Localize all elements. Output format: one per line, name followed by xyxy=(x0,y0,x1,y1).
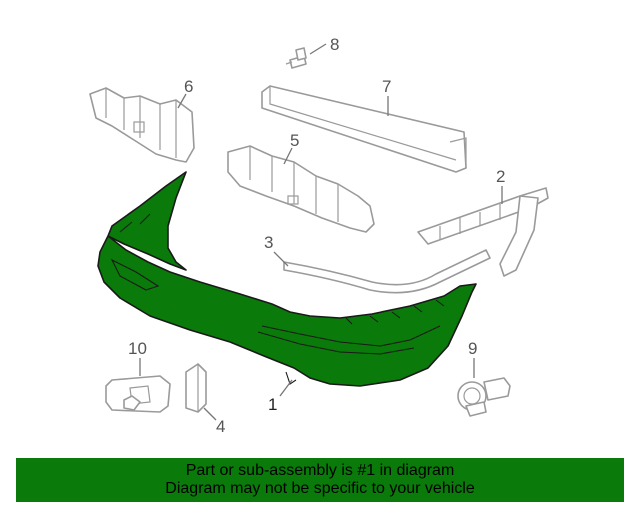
callout-8: 8 xyxy=(330,35,339,54)
banner-line-2: Diagram may not be specific to your vehi… xyxy=(165,480,475,497)
callout-1: 1 xyxy=(268,395,277,414)
part-3-trim-strip[interactable] xyxy=(283,249,491,294)
part-1-bumper-cover[interactable] xyxy=(97,171,477,387)
leader-3 xyxy=(273,251,289,267)
part-8-clip[interactable] xyxy=(285,47,307,69)
part-6-bracket[interactable] xyxy=(89,87,195,163)
leader-6 xyxy=(177,93,187,109)
part-9-parking-sensor[interactable] xyxy=(457,377,511,417)
callout-5: 5 xyxy=(290,131,299,150)
bumper-cover-body xyxy=(97,171,477,387)
callout-6: 6 xyxy=(184,77,193,96)
leader-1 xyxy=(279,379,293,397)
leader-8 xyxy=(309,43,327,55)
callout-3: 3 xyxy=(264,233,273,252)
part-4-insert[interactable] xyxy=(185,363,207,413)
part-7-impact-bar[interactable] xyxy=(261,85,467,173)
callout-10: 10 xyxy=(128,339,147,358)
callout-7: 7 xyxy=(382,77,391,96)
leader-5 xyxy=(283,147,293,165)
callout-9: 9 xyxy=(468,339,477,358)
part-10-sensor-housing[interactable] xyxy=(105,375,171,413)
leader-4 xyxy=(203,407,217,421)
banner-line-1: Part or sub-assembly is #1 in diagram xyxy=(185,462,455,479)
callout-2: 2 xyxy=(496,167,505,186)
part-5-bracket[interactable] xyxy=(227,145,375,233)
info-banner: Part or sub-assembly is #1 in diagram Di… xyxy=(16,458,624,502)
parts-diagram: 8 7 6 5 2 3 xyxy=(89,35,549,436)
part-2-bracket[interactable] xyxy=(417,187,549,277)
callout-4: 4 xyxy=(216,417,225,436)
